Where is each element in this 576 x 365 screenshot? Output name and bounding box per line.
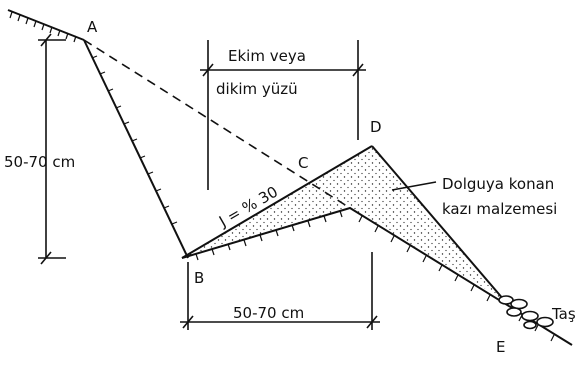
ground-hatching-top: [9, 11, 77, 43]
original-ground-line: [7, 9, 85, 41]
width-dimension-label: 50-70 cm: [233, 304, 304, 322]
planting-face-label-line2: dikim yüzü: [216, 80, 298, 98]
terrace-surface-line: [181, 145, 373, 259]
base-hatching: [195, 210, 555, 342]
width-dimension: [180, 252, 380, 330]
stones-icon: [498, 295, 554, 330]
height-dimension-label: 50-70 cm: [4, 153, 75, 171]
fill-material-area: [182, 146, 504, 300]
planting-face-dimension: [200, 40, 366, 190]
original-ground-dashed: [83, 39, 351, 209]
cut-slope-line: [83, 39, 189, 259]
height-dimension: [38, 33, 66, 265]
planting-face-label-line1: Ekim veya: [228, 47, 306, 65]
fill-material-label-line2: kazı malzemesi: [442, 200, 557, 218]
fill-slope-line: [371, 145, 505, 301]
stones-label: Taş: [551, 305, 576, 323]
cut-base-line: [181, 206, 573, 346]
point-b-label: B: [194, 269, 204, 287]
point-a-label: A: [87, 18, 98, 36]
point-e-label: E: [496, 338, 505, 356]
cut-slope-hatching: [91, 55, 178, 225]
fill-label-leader: [391, 181, 437, 191]
point-c-label: C: [298, 154, 308, 172]
fill-material-label-line1: Dolguya konan: [442, 175, 554, 193]
point-d-label: D: [370, 118, 382, 136]
